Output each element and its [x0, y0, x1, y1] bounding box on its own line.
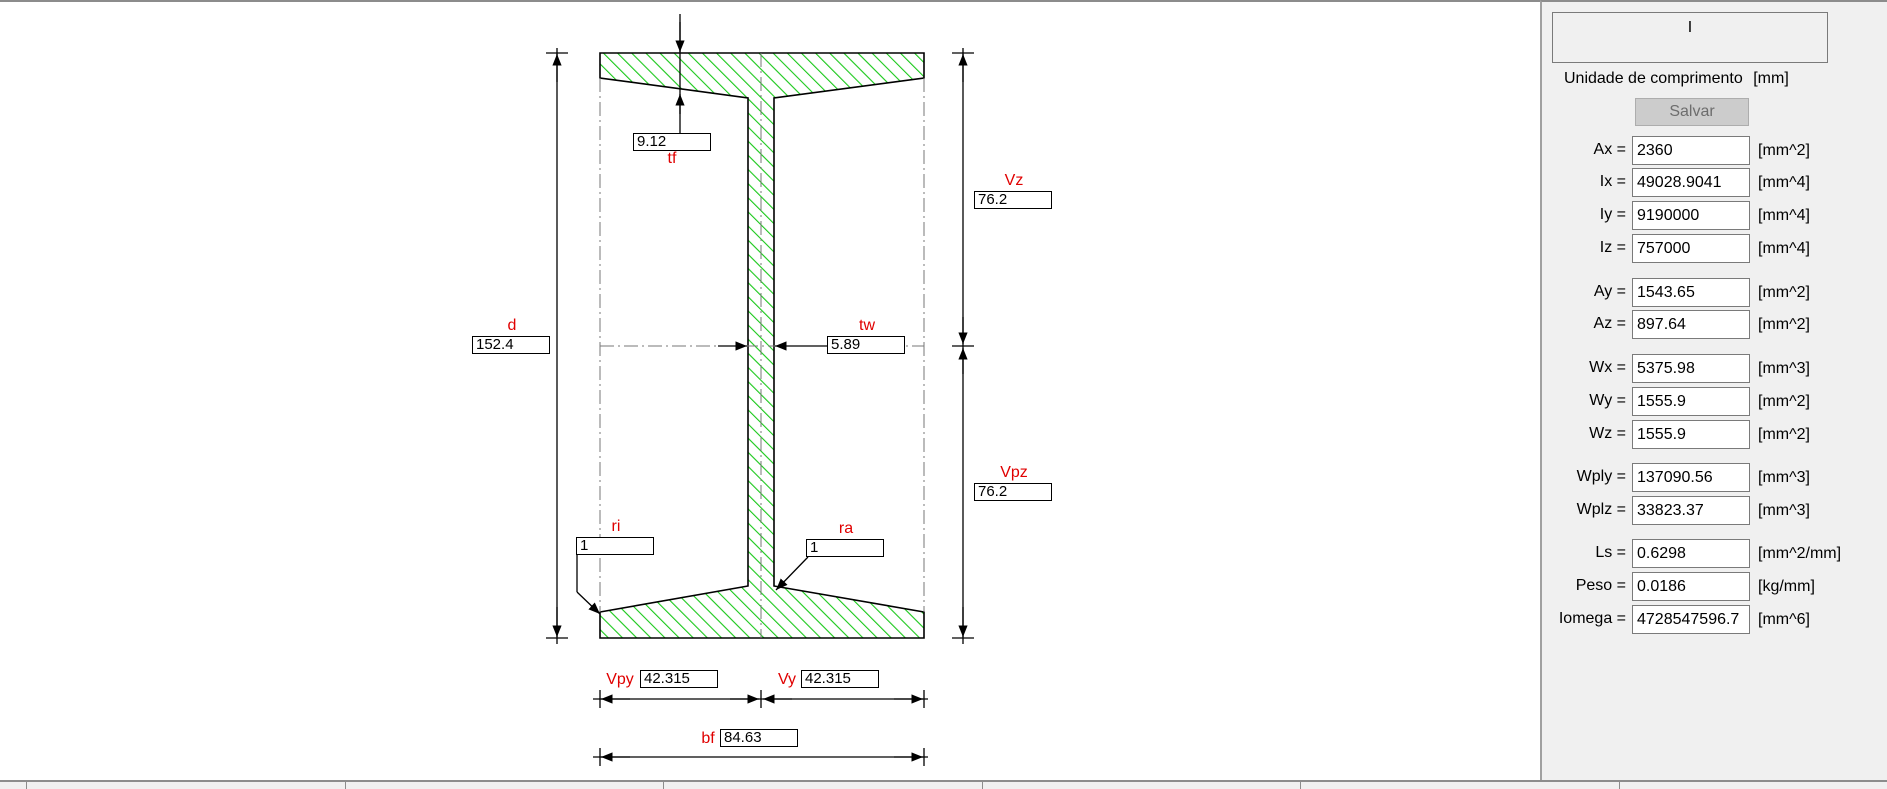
az-input[interactable]	[1632, 310, 1750, 339]
ri-leader-line	[576, 554, 601, 615]
properties-panel: I Unidade de comprimento [mm] Salvar Ax …	[1540, 0, 1887, 780]
property-row-wply: Wply = [mm^3]	[1542, 463, 1882, 492]
property-unit: [mm^2/mm]	[1758, 545, 1842, 562]
property-unit: [mm^2]	[1758, 142, 1810, 159]
property-unit: [mm^3]	[1758, 502, 1810, 519]
property-label: Peso =	[1575, 577, 1626, 594]
iz-input[interactable]	[1632, 234, 1750, 263]
property-row-ix: Ix = [mm^4]	[1542, 168, 1882, 197]
tab-separator	[345, 782, 346, 789]
property-label: Wx =	[1589, 359, 1626, 376]
vpy-vy-dimension-line	[593, 690, 928, 708]
wz-input[interactable]	[1632, 420, 1750, 449]
wy-input[interactable]	[1632, 387, 1750, 416]
drawing-canvas: 9.12 tf Vz 76.2 d 152.4 tw 5.89 Vpz 76.2…	[0, 0, 1540, 766]
iomega-input[interactable]	[1632, 605, 1750, 634]
property-unit: [mm^3]	[1758, 360, 1810, 377]
tf-value-box[interactable]: 9.12	[633, 133, 711, 151]
iy-input[interactable]	[1632, 201, 1750, 230]
property-label: Ls =	[1595, 544, 1626, 561]
property-row-ax: Ax = [mm^2]	[1542, 136, 1882, 165]
d-dimension-line	[546, 48, 568, 644]
property-unit: [mm^4]	[1758, 207, 1810, 224]
ls-input[interactable]	[1632, 539, 1750, 568]
property-label: Iz =	[1599, 239, 1626, 256]
vpz-value-box[interactable]: 76.2	[974, 483, 1052, 501]
vpy-label: Vpy	[606, 671, 634, 688]
property-row-wy: Wy = [mm^2]	[1542, 387, 1882, 416]
property-unit: [mm^2]	[1758, 426, 1810, 443]
property-label: Ix =	[1599, 173, 1626, 190]
vz-value-box[interactable]: 76.2	[974, 191, 1052, 209]
property-label: Iy =	[1599, 206, 1626, 223]
vy-label: Vy	[777, 671, 797, 688]
i-section-drawing	[546, 14, 974, 766]
property-label: Az =	[1593, 315, 1626, 332]
property-row-wx: Wx = [mm^3]	[1542, 354, 1882, 383]
d-value-box[interactable]: 152.4	[472, 336, 550, 354]
tw-label: tw	[859, 317, 875, 334]
vpz-label: Vpz	[1000, 464, 1028, 481]
wx-input[interactable]	[1632, 354, 1750, 383]
tab-separator	[26, 782, 27, 789]
ra-label: ra	[838, 520, 854, 537]
tab-separator	[982, 782, 983, 789]
vy-value-box[interactable]: 42.315	[801, 670, 879, 688]
bf-dimension-line	[593, 748, 928, 766]
bottom-tab-strip	[0, 780, 1887, 789]
property-unit: [mm^3]	[1758, 469, 1810, 486]
ix-input[interactable]	[1632, 168, 1750, 197]
property-label: Wplz =	[1576, 501, 1626, 518]
property-unit: [mm^6]	[1758, 611, 1810, 628]
property-unit: [kg/mm]	[1758, 578, 1815, 595]
property-unit: [mm^4]	[1758, 174, 1810, 191]
property-row-ls: Ls = [mm^2/mm]	[1542, 539, 1882, 568]
length-unit-label: Unidade de comprimento	[1564, 70, 1743, 87]
property-unit: [mm^2]	[1758, 316, 1810, 333]
property-label: Ay =	[1593, 283, 1626, 300]
ri-value-box[interactable]: 1	[576, 537, 654, 555]
vz-label: Vz	[1004, 172, 1024, 189]
vz-vpz-dimension-line	[952, 48, 974, 644]
property-row-peso: Peso = [kg/mm]	[1542, 572, 1882, 601]
property-row-wz: Wz = [mm^2]	[1542, 420, 1882, 449]
save-button[interactable]: Salvar	[1635, 98, 1749, 126]
property-unit: [mm^2]	[1758, 393, 1810, 410]
ra-leader-line	[775, 556, 809, 591]
length-unit-value: [mm]	[1753, 70, 1789, 87]
property-label: Wz =	[1589, 425, 1626, 442]
tw-value-box[interactable]: 5.89	[827, 336, 905, 354]
tab-separator	[1300, 782, 1301, 789]
property-unit: [mm^4]	[1758, 240, 1810, 257]
wply-input[interactable]	[1632, 463, 1750, 492]
property-label: Wply =	[1576, 468, 1626, 485]
property-unit: [mm^2]	[1758, 284, 1810, 301]
tf-label: tf	[667, 150, 677, 167]
vpy-value-box[interactable]: 42.315	[640, 670, 718, 688]
section-name-box: I	[1552, 12, 1828, 63]
peso-input[interactable]	[1632, 572, 1750, 601]
property-label: Wy =	[1589, 392, 1626, 409]
tab-separator	[1619, 782, 1620, 789]
tab-separator	[663, 782, 664, 789]
ri-label: ri	[611, 518, 621, 535]
property-row-iy: Iy = [mm^4]	[1542, 201, 1882, 230]
d-label: d	[507, 317, 517, 334]
ra-value-box[interactable]: 1	[806, 539, 884, 557]
property-row-ay: Ay = [mm^2]	[1542, 278, 1882, 307]
ay-input[interactable]	[1632, 278, 1750, 307]
bf-value-box[interactable]: 84.63	[720, 729, 798, 747]
property-row-az: Az = [mm^2]	[1542, 310, 1882, 339]
property-label: Iomega =	[1558, 610, 1626, 627]
bf-label: bf	[701, 730, 715, 747]
ax-input[interactable]	[1632, 136, 1750, 165]
property-row-iomega: Iomega = [mm^6]	[1542, 605, 1882, 634]
wplz-input[interactable]	[1632, 496, 1750, 525]
property-row-iz: Iz = [mm^4]	[1542, 234, 1882, 263]
property-row-wplz: Wplz = [mm^3]	[1542, 496, 1882, 525]
length-unit-row: Unidade de comprimento [mm]	[1564, 70, 1789, 88]
property-label: Ax =	[1593, 141, 1626, 158]
